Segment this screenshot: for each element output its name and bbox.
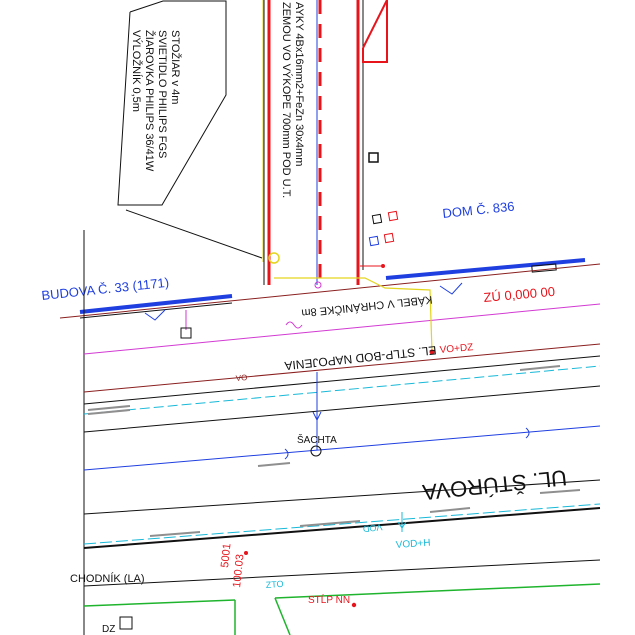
vod-label: VOD bbox=[362, 522, 383, 534]
vo-small-label: VO bbox=[235, 373, 247, 383]
lamp-note-line-1: STOŽIAR v 4m bbox=[169, 30, 182, 104]
level-point-marker bbox=[244, 551, 248, 555]
protective-pipe-label: KÁBEL V CHRÁNIČKE 8m bbox=[301, 293, 433, 320]
nn-pole-marker bbox=[351, 602, 357, 608]
lamp-note: STOŽIAR v 4m SVIETIDLO PHILIPS FGS ŽIARO… bbox=[130, 30, 182, 172]
boundary-lines bbox=[59, 230, 601, 635]
lamp-post-symbol bbox=[268, 252, 280, 264]
lamp-symbol bbox=[180, 310, 192, 339]
property-markers bbox=[368, 210, 399, 247]
feed-point-label: EL. STLP-BOD NAPOJENIA bbox=[284, 343, 437, 373]
building-frontage bbox=[79, 258, 586, 321]
vod-marker bbox=[397, 512, 407, 532]
cable-note-line-1: AYKY 4Bx16mm2+FeZn 30x4mm bbox=[293, 2, 305, 166]
lamp-note-line-2: SVIETIDLO PHILIPS FGS bbox=[156, 30, 168, 158]
lamp-note-frame bbox=[117, 0, 263, 259]
trench-junction bbox=[314, 281, 322, 289]
vod-h-label: VOD+H bbox=[395, 538, 430, 551]
house-label: DOM Č. 836 bbox=[442, 199, 515, 221]
level-zero: ZÚ 0,000 00 bbox=[483, 284, 556, 305]
vo-dz-label: VO+DZ bbox=[439, 342, 473, 356]
road-arc-left bbox=[284, 448, 289, 460]
cable-trench bbox=[262, 0, 388, 285]
lamp-note-line-4: VÝLOŽNÍK 0,5m bbox=[130, 30, 143, 112]
sidewalk-label: CHODNÍK (LA) bbox=[70, 572, 145, 585]
feed-cable bbox=[274, 277, 433, 353]
cable-note-line-2: ZEMOU VO VÝKOPE 700mm POD U.T. bbox=[280, 2, 293, 198]
building-label: BUDOVA Č. 33 (1171) bbox=[41, 275, 170, 303]
shaft-label: ŠACHTA bbox=[297, 433, 337, 446]
street-label: UL. ŠTÚROVA bbox=[421, 465, 568, 505]
nn-pole-label: STĹP NN bbox=[308, 593, 350, 606]
level-point-number: 5001 bbox=[219, 543, 233, 569]
road-arc-right bbox=[525, 427, 530, 439]
cable-note: AYKY 4Bx16mm2+FeZn 30x4mm ZEMOU VO VÝKOP… bbox=[280, 2, 305, 198]
lamp-note-line-3: ŽIAROVKA PHILIPS 36/41W bbox=[143, 30, 156, 172]
protective-pipe-tilde bbox=[285, 321, 303, 329]
junction-square bbox=[368, 152, 379, 163]
road-markings bbox=[87, 365, 581, 537]
shaft-connection bbox=[310, 372, 322, 457]
dz-box bbox=[119, 616, 133, 630]
green-label: ZTO bbox=[265, 579, 283, 590]
level-point-value: 100.03 bbox=[231, 554, 246, 589]
feed-point-marker bbox=[429, 349, 435, 355]
dz-label: DZ bbox=[102, 624, 115, 635]
